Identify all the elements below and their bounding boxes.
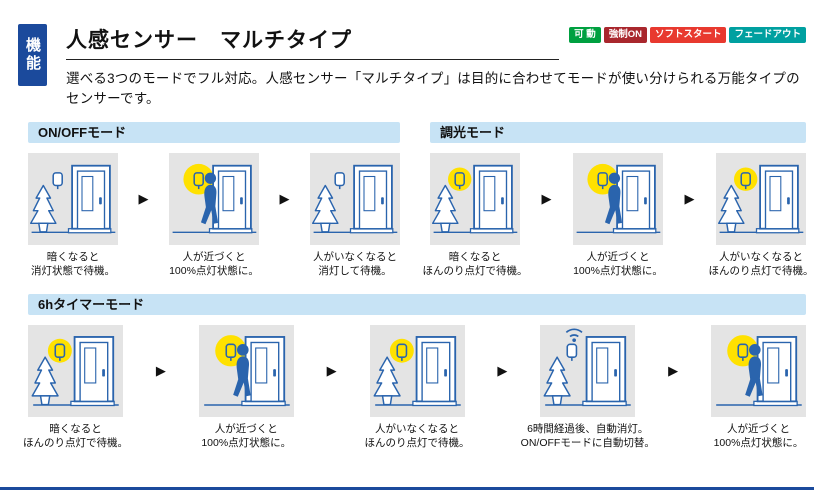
tree-icon — [431, 184, 459, 233]
arrow-icon: ▶ — [156, 325, 166, 417]
title-underline: 人感センサー マルチタイプ — [66, 24, 560, 60]
arrow-icon: ▶ — [497, 325, 507, 417]
step-person-full-light: 人が近づくと 100%点灯状態に。 — [169, 152, 259, 278]
arrow-glyph: ▶ — [279, 190, 290, 206]
scene-person-100 — [198, 324, 294, 417]
bottom-border — [0, 486, 814, 490]
step-person-full-light: 人が近づくと 100%点灯状態に。 — [198, 324, 294, 450]
title-row: 人感センサー マルチタイプ 可 動 強制ON ソフトスタート フェードアウト — [66, 24, 806, 60]
tree-icon — [31, 356, 59, 406]
step-caption: 暗くなると 消灯状態で待機。 — [31, 250, 115, 277]
tree-icon — [717, 184, 745, 233]
arrow-glyph: ▶ — [497, 362, 508, 378]
arrow-glyph: ▶ — [138, 190, 149, 206]
step-dim-standby: 人がいなくなると ほんのり点灯で待機。 — [709, 152, 814, 278]
scene-dim — [369, 324, 465, 417]
tag-fade-out: フェードアウト — [729, 27, 806, 43]
scene-dim — [716, 152, 806, 245]
header-main: 人感センサー マルチタイプ 可 動 強制ON ソフトスタート フェードアウト 選… — [66, 24, 806, 110]
step-off-standby: 人がいなくなると 消灯して待機。 — [310, 152, 400, 278]
step-dim-standby: 暗くなると ほんのり点灯で待機。 — [423, 152, 528, 278]
arrow-icon: ▶ — [685, 153, 695, 245]
step-caption: 人が近づくと 100%点灯状態に。 — [713, 422, 804, 450]
tag-forced-on: 強制ON — [603, 27, 647, 43]
arrow-icon: ▶ — [668, 325, 678, 417]
arrow-icon: ▶ — [280, 153, 290, 245]
scene-person-100 — [711, 324, 806, 417]
tag-movable: 可 動 — [569, 27, 601, 43]
scene-dim — [430, 152, 520, 245]
step-caption: 人が近づくと 100%点灯状態に。 — [573, 250, 663, 277]
mode-row-top: ON/OFFモード 暗くなると 消灯状態で待機。 ▶ — [28, 121, 814, 278]
tree-icon — [543, 356, 572, 406]
arrow-glyph: ▶ — [668, 362, 679, 378]
step-dark-standby: 暗くなると 消灯状態で待機。 — [28, 152, 118, 278]
arrow-icon: ▶ — [542, 153, 552, 245]
arrow-glyph: ▶ — [326, 362, 337, 378]
page-title: 人感センサー マルチタイプ — [66, 29, 352, 52]
arrow-icon: ▶ — [327, 325, 337, 417]
scene-person-100 — [573, 152, 663, 245]
porch-light-icon — [566, 343, 578, 362]
porch-light-icon — [52, 171, 63, 190]
section-onoff-mode: ON/OFFモード 暗くなると 消灯状態で待機。 ▶ — [28, 121, 400, 278]
scene-auto-off — [540, 324, 636, 417]
arrow-glyph: ▶ — [155, 362, 166, 378]
step-caption: 暗くなると ほんのり点灯で待機。 — [422, 250, 528, 277]
scene-dim — [28, 324, 123, 417]
porch-light-icon — [334, 171, 345, 190]
scene-person-100 — [169, 152, 259, 245]
step-person-full-light: 人が近づくと 100%点灯状態に。 — [573, 152, 663, 278]
description-text: 選べる3つのモードでフル対応。人感センサー「マルチタイプ」は目的に合わせてモード… — [66, 71, 800, 107]
step-dim-standby: 人がいなくなると ほんのり点灯で待機。 — [365, 324, 470, 450]
step-caption: 人がいなくなると 消灯して待機。 — [313, 250, 397, 277]
step-caption: 人が近づくと 100%点灯状態に。 — [201, 422, 292, 450]
step-caption: 暗くなると ほんのり点灯で待機。 — [23, 422, 128, 450]
step-caption: 人が近づくと 100%点灯状態に。 — [169, 250, 259, 277]
step-auto-off: 6時間経過後、自動消灯。 ON/OFFモードに自動切替。 — [521, 324, 655, 450]
tree-icon — [373, 356, 401, 406]
header: 機能 人感センサー マルチタイプ 可 動 強制ON ソフトスタート フェードアウ… — [0, 0, 814, 110]
sixh-steps: 暗くなると ほんのり点灯で待機。 ▶ 人が近づくと 100%点灯状態に。 ▶ — [23, 324, 806, 450]
tag-soft-start: ソフトスタート — [649, 27, 727, 43]
section-dimming-mode: 調光モード 暗くなると ほんのり点灯で待機。 ▶ — [423, 121, 814, 278]
tree-icon — [29, 184, 57, 233]
section-6h-timer-mode: 6hタイマーモード 暗くなると ほんのり点灯で待機。 ▶ — [23, 293, 806, 450]
onoff-steps: 暗くなると 消灯状態で待機。 ▶ 人が近づくと 100%点灯状態に。 ▶ — [28, 152, 400, 278]
scene-dark-off — [310, 152, 400, 245]
scene-dark-off — [28, 152, 118, 245]
function-badge: 機能 — [18, 24, 47, 86]
step-caption: 人がいなくなると ほんのり点灯で待機。 — [708, 250, 814, 277]
auto-off-signal-icon — [565, 328, 584, 343]
section-title-onoff: ON/OFFモード — [28, 121, 400, 143]
tree-icon — [311, 184, 339, 233]
section-title-dimming: 調光モード — [430, 121, 806, 143]
step-person-full-light: 人が近づくと 100%点灯状態に。 — [711, 324, 806, 450]
feature-tags: 可 動 強制ON ソフトスタート フェードアウト — [569, 24, 806, 43]
step-caption: 人がいなくなると ほんのり点灯で待機。 — [364, 422, 470, 450]
step-caption: 6時間経過後、自動消灯。 ON/OFFモードに自動切替。 — [520, 422, 655, 450]
arrow-glyph: ▶ — [541, 190, 552, 206]
section-title-6h: 6hタイマーモード — [28, 293, 806, 315]
arrow-glyph: ▶ — [684, 190, 695, 206]
arrow-icon: ▶ — [139, 153, 149, 245]
step-dim-standby: 暗くなると ほんのり点灯で待機。 — [23, 324, 128, 450]
dimming-steps: 暗くなると ほんのり点灯で待機。 ▶ 人が近づくと 100%点灯状態に。 — [423, 152, 814, 278]
